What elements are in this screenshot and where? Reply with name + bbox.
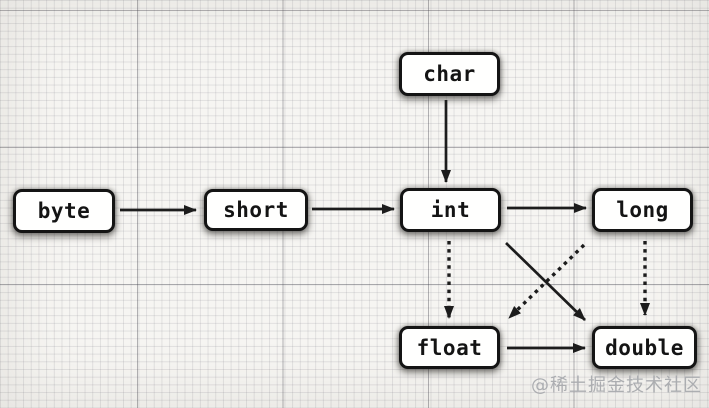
node-int: int (400, 188, 501, 232)
node-double: double (592, 326, 697, 369)
edge-long-to-float (507, 243, 586, 320)
edge-int-to-double (505, 242, 586, 321)
node-label-long: long (616, 198, 669, 222)
node-label-byte: byte (37, 199, 91, 223)
node-label-short: short (223, 198, 289, 222)
node-label-float: float (416, 335, 483, 360)
node-label-int: int (430, 198, 471, 222)
watermark: @稀土掘金技术社区 (531, 375, 702, 396)
node-char: char (399, 52, 500, 96)
node-long: long (592, 188, 693, 232)
node-label-char: char (423, 62, 476, 86)
node-short: short (204, 189, 308, 231)
node-byte: byte (13, 189, 115, 233)
node-float: float (399, 326, 500, 369)
node-label-double: double (605, 335, 684, 360)
